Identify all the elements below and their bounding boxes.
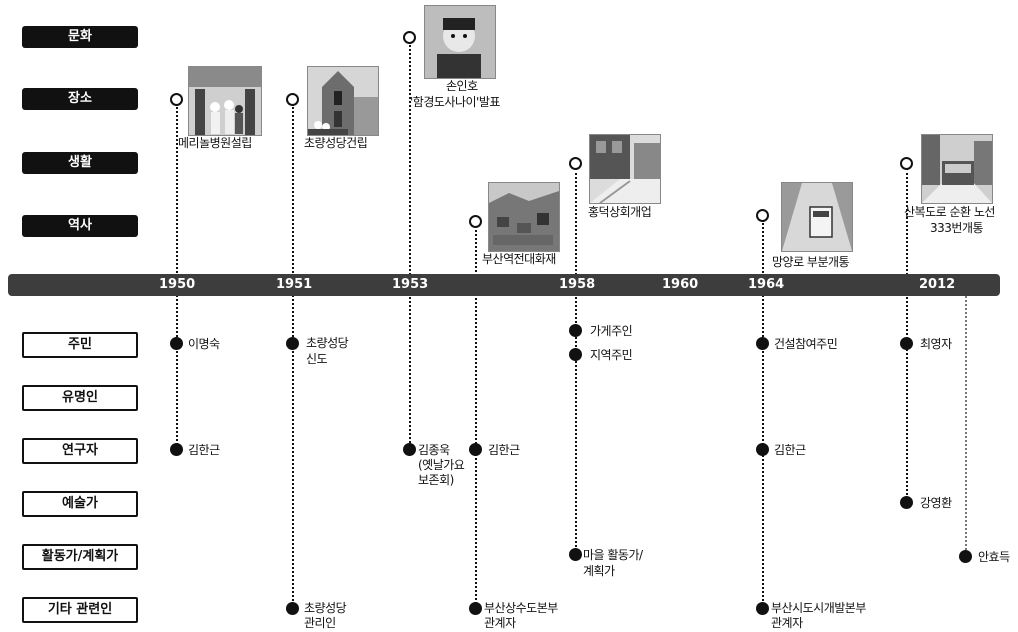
category-life: 생활 [22,152,138,174]
person-label: 이명숙 [188,337,220,351]
road-photo [781,182,853,252]
event-marker-busan-fire [469,215,482,228]
event-bus-route: 산복도로 순환 노선 [904,205,995,219]
store-photo [589,134,661,204]
person-dot [403,443,416,456]
person-label: 지역주민 [590,348,633,362]
category-others: 기타 관련인 [22,597,138,623]
event-store-open: 홍덕상회개업 [588,205,652,219]
year-1960: 1960 [662,277,699,292]
person-dot [900,337,913,350]
person-label: 계획가 [583,564,615,578]
person-label: 보존회) [418,473,454,487]
person-label: 건설참여주민 [774,337,838,351]
person-dot [286,337,299,350]
person-label: 김한근 [488,443,520,457]
event-marker-1964 [756,209,769,222]
fire-photo [488,182,560,252]
person-dot [756,337,769,350]
person-label: 김한근 [774,443,806,457]
person-dot [569,548,582,561]
category-place: 장소 [22,88,138,110]
year-1951: 1951 [276,277,313,292]
person-label: 김종욱 [418,443,450,457]
church-photo [307,66,379,136]
category-artists: 예술가 [22,491,138,517]
event-hospital: 메리놀병원설립 [178,136,252,150]
person-label: 가게주인 [590,324,633,338]
person-dot [959,550,972,563]
person-dot [469,602,482,615]
category-culture: 문화 [22,26,138,48]
person-dot [469,443,482,456]
year-1950: 1950 [159,277,196,292]
person-label: 부산상수도본부 [484,601,558,615]
person-label: 안효득 [978,550,1010,564]
category-activists: 활동가/계획가 [22,544,138,570]
timeline-bar [8,274,1000,296]
event-marker-1953 [403,31,416,44]
timeline-line-1951 [292,104,294,612]
event-singer-name: 손인호 [446,79,478,93]
event-marker-2012 [900,157,913,170]
event-busan-fire: 부산역전대화재 [482,252,556,266]
event-church: 초량성당건립 [304,136,368,150]
year-2012: 2012 [919,277,956,292]
timeline-line-1953 [409,42,411,451]
person-label: 부산시도시개발본부 [771,601,866,615]
event-marker-1950 [170,93,183,106]
person-dot [900,496,913,509]
year-1953: 1953 [392,277,429,292]
person-label: 최영자 [920,337,952,351]
category-celebrities: 유명인 [22,385,138,411]
category-history: 역사 [22,215,138,237]
hospital-photo [188,66,262,136]
category-residents: 주민 [22,332,138,358]
person-label: (옛날가요 [418,458,465,472]
person-dot [569,324,582,337]
category-researchers: 연구자 [22,438,138,464]
person-label: 마을 활동가/ [583,548,643,562]
person-label: 관리인 [304,616,336,630]
person-dot [286,602,299,615]
person-label: 신도 [306,352,328,366]
person-dot [170,337,183,350]
timeline-line-1964 [762,220,764,612]
person-label: 강영환 [920,496,952,510]
event-marker-1958 [569,157,582,170]
singer-photo [424,5,496,79]
timeline-line-1958 [575,168,577,555]
person-dot [569,348,582,361]
person-dot [756,443,769,456]
event-bus-number: 333번개통 [930,221,984,235]
person-dot [170,443,183,456]
year-1958: 1958 [559,277,596,292]
person-dot [756,602,769,615]
person-label: 초량성당 [304,601,347,615]
bus-photo [921,134,993,204]
event-marker-1951 [286,93,299,106]
event-song-release: '함경도사나이'발표 [410,95,500,109]
event-road-open: 망양로 부분개통 [772,255,850,269]
timeline-line-busan-fire [475,225,477,612]
person-label: 김한근 [188,443,220,457]
year-1964: 1964 [748,277,785,292]
person-label: 관계자 [771,616,803,630]
person-label: 초량성당 [306,336,349,350]
timeline-line-2012 [906,168,908,503]
person-label: 관계자 [484,616,516,630]
timeline-line-2012-late [965,296,967,558]
